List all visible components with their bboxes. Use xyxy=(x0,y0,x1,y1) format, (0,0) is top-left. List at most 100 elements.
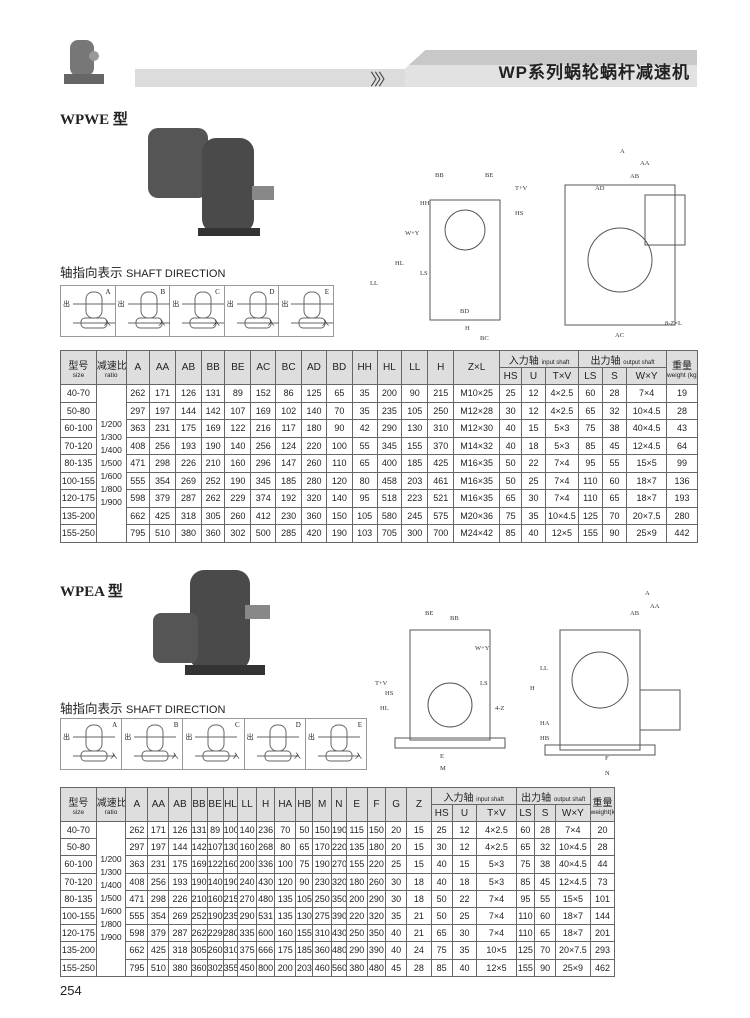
value-cell: M12×28 xyxy=(453,401,500,420)
dimension-label: A xyxy=(645,590,650,597)
value-cell: 350 xyxy=(366,924,387,943)
value-cell: 20×7.5 xyxy=(626,506,667,525)
value-cell: 200 xyxy=(237,855,257,874)
value-cell: 65 xyxy=(295,838,314,857)
value-cell: 500 xyxy=(250,524,277,543)
value-cell: 600 xyxy=(255,924,276,943)
value-cell: 360 xyxy=(312,941,332,960)
value-cell: 12×4.5 xyxy=(555,872,591,891)
value-cell: 360 xyxy=(190,958,208,977)
value-cell: 40 xyxy=(498,419,523,438)
value-cell: 15×5 xyxy=(626,454,667,473)
value-cell: 12×5 xyxy=(476,958,517,977)
dimension-label: M xyxy=(440,765,446,772)
column-header: AA xyxy=(149,350,176,385)
value-cell: 140 xyxy=(224,436,252,455)
size-cell: 155-250 xyxy=(60,524,97,543)
value-cell: 226 xyxy=(174,454,202,473)
value-cell: 12 xyxy=(521,401,546,420)
dimension-label: AB xyxy=(630,173,640,180)
value-cell: 107 xyxy=(224,401,252,420)
value-cell: 64 xyxy=(665,436,699,455)
value-cell: 150 xyxy=(366,820,387,840)
value-cell: 231 xyxy=(147,855,170,874)
value-cell: 169 xyxy=(190,855,208,874)
value-cell: 12 xyxy=(451,838,478,857)
dimension-label: 4-Z xyxy=(495,705,504,712)
column-header: LS xyxy=(578,367,603,385)
direction-letter: B xyxy=(173,721,179,729)
value-cell: 25×9 xyxy=(555,958,591,977)
direction-letter: D xyxy=(295,721,301,729)
dimension-label: H xyxy=(465,325,470,332)
value-cell: 10×4.5 xyxy=(626,401,667,420)
dimension-label: BC xyxy=(480,335,489,342)
value-cell: 70 xyxy=(534,941,557,960)
column-header: HL xyxy=(222,787,239,822)
value-cell: 35 xyxy=(521,506,546,525)
dimension-label: LL xyxy=(370,280,378,287)
value-cell: M10×25 xyxy=(453,384,500,403)
value-cell: 220 xyxy=(301,436,327,455)
value-cell: 135 xyxy=(274,889,297,908)
value-cell: 287 xyxy=(168,924,192,943)
size-cell: 80-135 xyxy=(60,889,97,908)
value-cell: 144 xyxy=(174,401,202,420)
value-cell: 302 xyxy=(224,524,252,543)
value-cell: 35 xyxy=(451,941,478,960)
value-cell: 99 xyxy=(665,454,699,473)
dimension-label: A xyxy=(620,148,625,155)
value-cell: 300 xyxy=(401,524,429,543)
value-cell: 190 xyxy=(206,906,224,926)
value-cell: 90 xyxy=(295,872,314,891)
input-label: 入 xyxy=(232,753,240,760)
value-cell: 293 xyxy=(589,941,616,960)
value-cell: 10×5 xyxy=(476,941,517,960)
direction-letter: A xyxy=(112,721,118,729)
dimension-label: AC xyxy=(615,332,624,339)
banner-tab xyxy=(405,50,697,87)
dimension-label: HS xyxy=(515,210,524,217)
value-cell: 190 xyxy=(190,872,208,891)
dimension-label: HS xyxy=(385,690,394,697)
value-cell: 65 xyxy=(351,454,378,473)
value-cell: 86 xyxy=(275,384,303,403)
gearbox-outline-icon xyxy=(195,724,238,762)
dimension-label: HA xyxy=(540,720,550,727)
value-cell: 147 xyxy=(275,454,303,473)
value-cell: 12 xyxy=(521,384,546,403)
value-cell: 43 xyxy=(665,419,699,438)
output-label: 出 xyxy=(172,301,180,308)
value-cell: 210 xyxy=(200,454,226,473)
value-cell: 355 xyxy=(222,958,239,977)
size-cell: 135-200 xyxy=(60,506,97,525)
value-cell: 305 xyxy=(190,941,208,960)
value-cell: 130 xyxy=(401,419,429,438)
value-cell: 60 xyxy=(578,384,603,403)
wheel xyxy=(587,227,653,293)
gearbox-outline-icon xyxy=(236,291,279,329)
input-housing xyxy=(639,689,681,731)
value-cell: 18×7 xyxy=(555,906,591,926)
value-cell: M16×35 xyxy=(453,471,500,490)
value-cell: 117 xyxy=(275,419,303,438)
value-cell: 420 xyxy=(301,524,327,543)
value-cell: 18 xyxy=(406,872,432,891)
value-cell: 197 xyxy=(149,401,176,420)
value-cell: 42 xyxy=(351,419,378,438)
value-cell: 310 xyxy=(222,941,239,960)
value-cell: 40 xyxy=(451,958,478,977)
value-cell: 65 xyxy=(601,489,628,508)
value-cell: 60 xyxy=(534,906,557,926)
value-cell: 7×4 xyxy=(544,489,580,508)
dimension-label: HB xyxy=(540,735,550,742)
dimension-label: E xyxy=(440,753,444,760)
size-cell: 70-120 xyxy=(60,872,97,891)
column-header: S xyxy=(601,367,628,385)
side-view xyxy=(429,199,501,321)
